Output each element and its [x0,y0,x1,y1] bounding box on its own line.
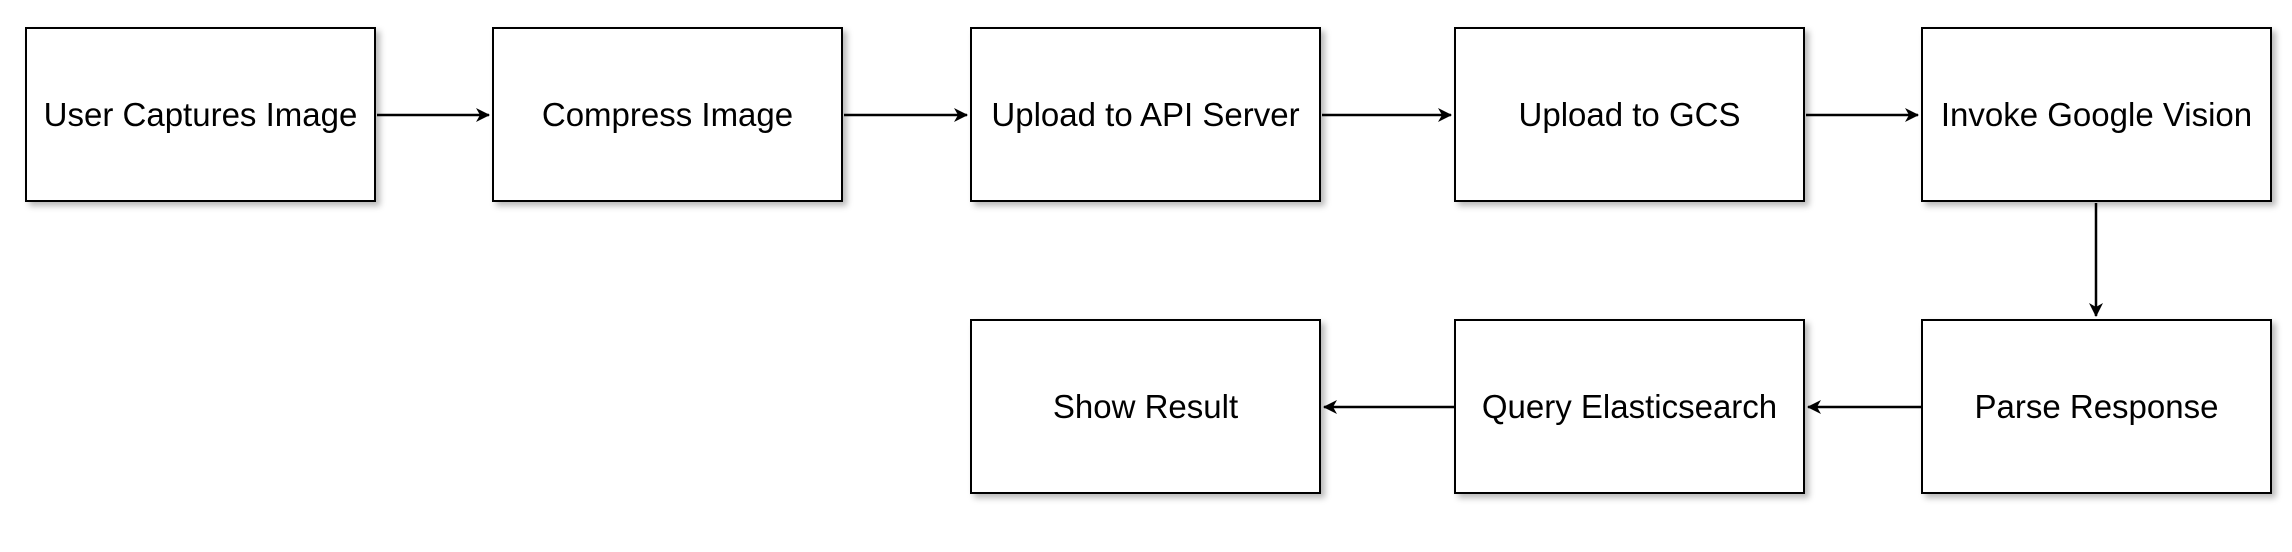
node-show-result: Show Result [970,319,1321,494]
node-label: Parse Response [1974,387,2219,425]
node-compress-image: Compress Image [492,27,843,202]
node-label: Compress Image [541,95,794,133]
node-label: Query Elasticsearch [1481,387,1778,425]
node-parse-response: Parse Response [1921,319,2272,494]
node-label: Show Result [1052,387,1239,425]
node-upload-to-gcs: Upload to GCS [1454,27,1805,202]
node-upload-to-api-server: Upload to API Server [970,27,1321,202]
node-label: User Captures Image [43,95,358,133]
node-invoke-google-vision: Invoke Google Vision [1921,27,2272,202]
node-label: Upload to GCS [1518,95,1741,133]
node-label: Invoke Google Vision [1940,95,2253,133]
node-user-captures-image: User Captures Image [25,27,376,202]
node-label: Upload to API Server [991,95,1300,133]
node-query-elasticsearch: Query Elasticsearch [1454,319,1805,494]
